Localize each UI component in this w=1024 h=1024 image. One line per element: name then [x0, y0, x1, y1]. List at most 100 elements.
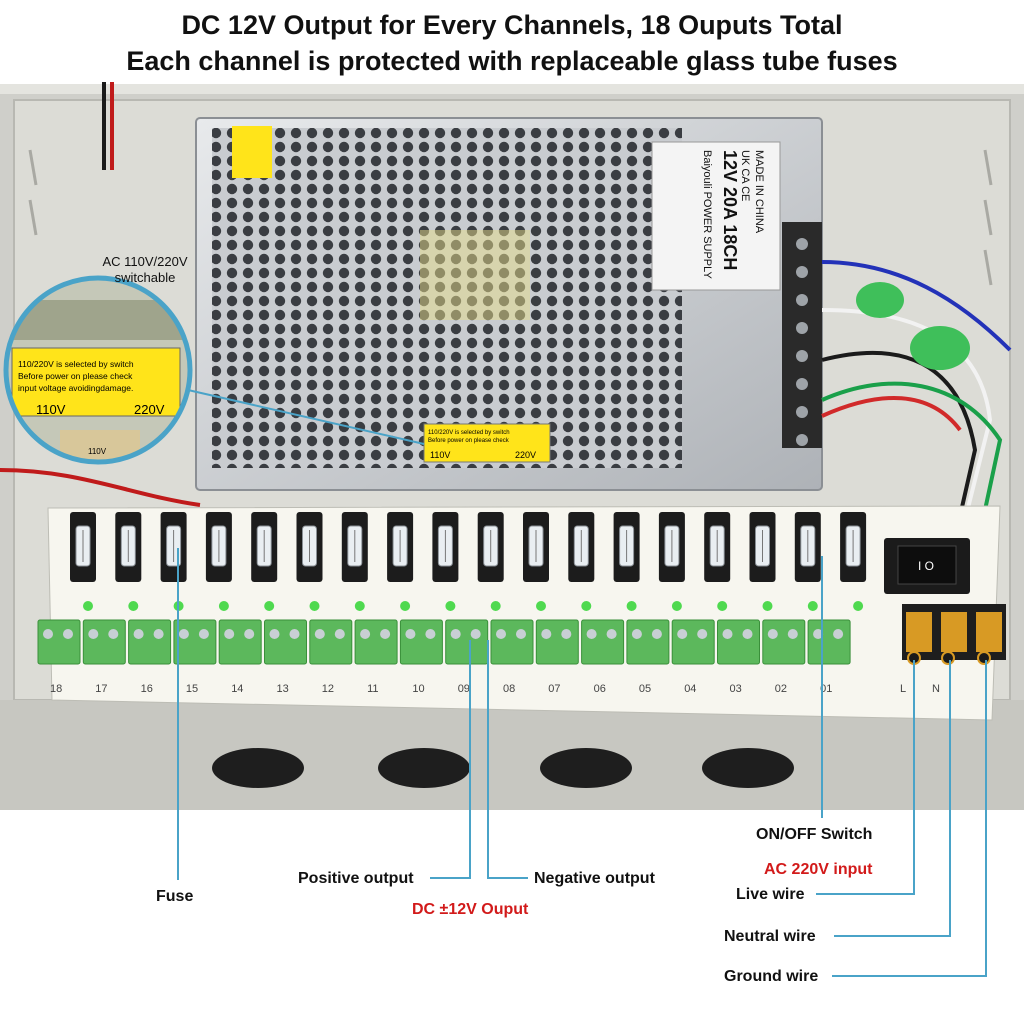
- output-terminal: [82, 619, 126, 665]
- channel-led: [354, 601, 365, 611]
- channel-label: 07: [548, 683, 560, 695]
- fuse-holder: [523, 512, 549, 582]
- side-vents: [28, 149, 993, 286]
- output-terminal: [535, 619, 579, 665]
- channel-label: 08: [503, 683, 515, 695]
- terminal-row: [37, 619, 851, 665]
- fuse-holder: [115, 512, 142, 582]
- channel-label: 06: [594, 683, 606, 695]
- output-terminal: [128, 619, 172, 665]
- channel-label: 02: [775, 683, 787, 695]
- psu-label: [651, 141, 781, 291]
- lens-220v: 220V: [134, 402, 165, 417]
- channel-led: [400, 601, 411, 611]
- fuse-holder: [840, 512, 867, 582]
- output-terminal: [309, 619, 353, 665]
- output-terminal: [762, 619, 806, 665]
- output-terminal: [264, 619, 307, 665]
- output-terminal: [671, 619, 715, 665]
- fuse-row: [70, 512, 867, 582]
- sticker-110v: 110V: [430, 450, 450, 460]
- channel-label: 13: [277, 683, 289, 695]
- terminal-label-n: N: [932, 683, 940, 695]
- ground-wire-label: Ground wire: [724, 968, 819, 985]
- callout-lines: [177, 548, 987, 977]
- power-supply-module: Baiyouli POWER SUPPLY 12V 20A 18CH UK CA…: [195, 117, 823, 491]
- fuse-holder: [704, 512, 731, 582]
- channel-led: [536, 601, 546, 611]
- ac-input-label: AC 220V input: [764, 861, 873, 878]
- channel-label: 11: [367, 683, 378, 695]
- channel-led: [671, 601, 682, 611]
- fuse-holder: [205, 512, 232, 582]
- sticker-220v: 220V: [515, 450, 536, 460]
- output-terminal: [717, 619, 760, 665]
- output-terminal: [37, 619, 81, 665]
- svg-text:I O: I O: [918, 559, 934, 573]
- output-terminal: [626, 619, 670, 665]
- fuse-holder: [568, 512, 595, 582]
- sticker-line-2: Before power on please check: [428, 438, 510, 444]
- lens-small-110v: 110V: [88, 447, 107, 456]
- channel-label: 01: [820, 683, 832, 695]
- channel-led: [490, 601, 501, 611]
- psu-brand: Baiyouli POWER SUPPLY: [701, 150, 713, 279]
- negative-output-label: Negative output: [534, 870, 655, 887]
- channel-label: 05: [639, 683, 651, 695]
- led-row: [83, 601, 864, 611]
- channel-label: 18: [50, 683, 62, 695]
- channel-label: 12: [322, 683, 334, 695]
- channel-led: [762, 601, 773, 611]
- cable-knockouts: [212, 748, 794, 788]
- voltage-warning-sticker: [423, 423, 551, 463]
- fuse-holder: [432, 512, 459, 582]
- channel-led: [717, 601, 728, 611]
- headline-line-1: DC 12V Output for Every Channels, 18 Oup…: [181, 10, 843, 40]
- fuse-holder: [70, 512, 96, 582]
- on-off-switch-label: ON/OFF Switch: [756, 826, 873, 843]
- channel-led: [218, 601, 229, 611]
- output-terminal: [490, 619, 534, 665]
- warning-sticker: [232, 126, 272, 178]
- fuse-holder: [341, 512, 368, 582]
- output-terminal: [581, 619, 625, 665]
- lens-warning-3: input voltage avoidingdamage.: [18, 383, 133, 393]
- dc-output-label: DC ±12V Ouput: [412, 901, 529, 918]
- fuse-holder: [387, 512, 414, 582]
- spare-connectors: [856, 282, 970, 370]
- channel-led: [264, 601, 275, 611]
- terminal-label-l: L: [900, 683, 906, 695]
- output-terminal: [173, 619, 217, 665]
- channel-led: [309, 601, 320, 611]
- psu-model: 12V 20A 18CH: [720, 150, 740, 270]
- channel-led: [853, 601, 864, 611]
- fuse-holder: [613, 512, 640, 582]
- channel-label: 10: [412, 683, 424, 695]
- channel-label: 03: [730, 683, 742, 695]
- channel-led: [581, 601, 592, 611]
- sticker-line-1: 110/220V is selected by switch: [428, 430, 510, 436]
- channel-led: [128, 601, 139, 611]
- channel-led: [626, 601, 637, 611]
- fuse-holder: [160, 512, 187, 582]
- channel-led: [83, 601, 93, 611]
- output-terminal: [218, 619, 262, 665]
- output-terminal: [354, 619, 398, 665]
- psu-origin: MADE IN CHINA: [753, 150, 765, 234]
- fuse-holder: [749, 512, 776, 582]
- fuse-holder: [794, 512, 821, 582]
- voltage-switch-subtitle: switchable: [114, 270, 176, 285]
- fuse-holder: [251, 512, 278, 582]
- live-wire-label: Live wire: [736, 886, 805, 903]
- channel-label: 04: [684, 683, 696, 695]
- fuse-label: Fuse: [156, 888, 194, 905]
- positive-output-label: Positive output: [298, 870, 414, 887]
- headline-line-2: Each channel is protected with replaceab…: [126, 46, 898, 76]
- neutral-wire-label: Neutral wire: [724, 928, 816, 945]
- output-terminal: [807, 619, 851, 665]
- fuse-holder: [296, 512, 323, 582]
- output-terminal: [445, 619, 489, 665]
- psu-certs: UK CA CE: [739, 150, 751, 201]
